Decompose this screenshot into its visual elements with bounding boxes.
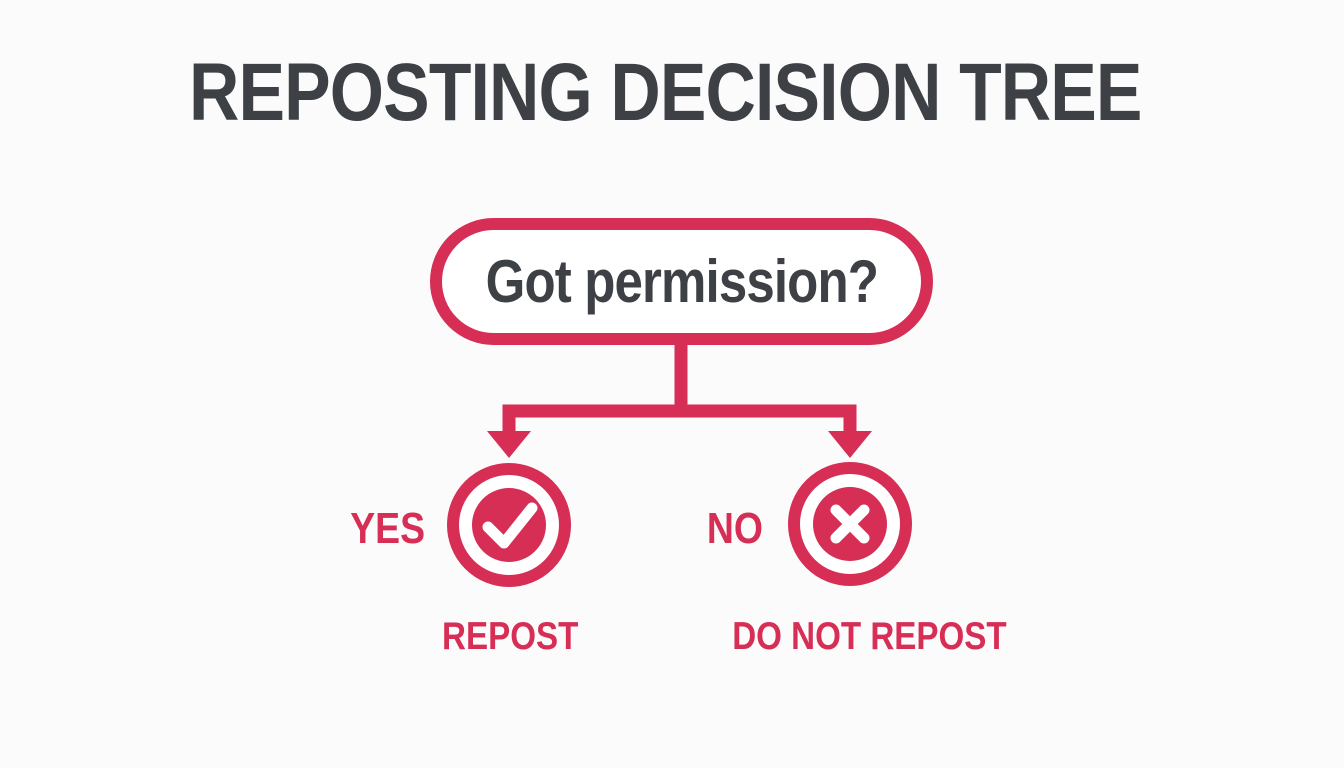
repost-outcome-label: REPOST: [441, 615, 579, 658]
page-title: REPOSTING DECISION TREE: [0, 52, 1330, 134]
do-not-repost-outcome-label: DO NOT REPOST: [732, 615, 1007, 658]
question-label: Got permission?: [485, 247, 878, 315]
page-title-text: REPOSTING DECISION TREE: [188, 47, 1142, 138]
branch-bar: [502, 404, 857, 436]
down-arrow-icon-right: [828, 431, 872, 458]
yes-label: YES: [350, 504, 425, 553]
x-circle-icon: [788, 462, 912, 586]
check-circle-icon: [447, 463, 571, 587]
no-label: NO: [706, 504, 763, 553]
down-arrow-icon-left: [487, 431, 531, 458]
question-node: Got permission?: [430, 218, 933, 345]
